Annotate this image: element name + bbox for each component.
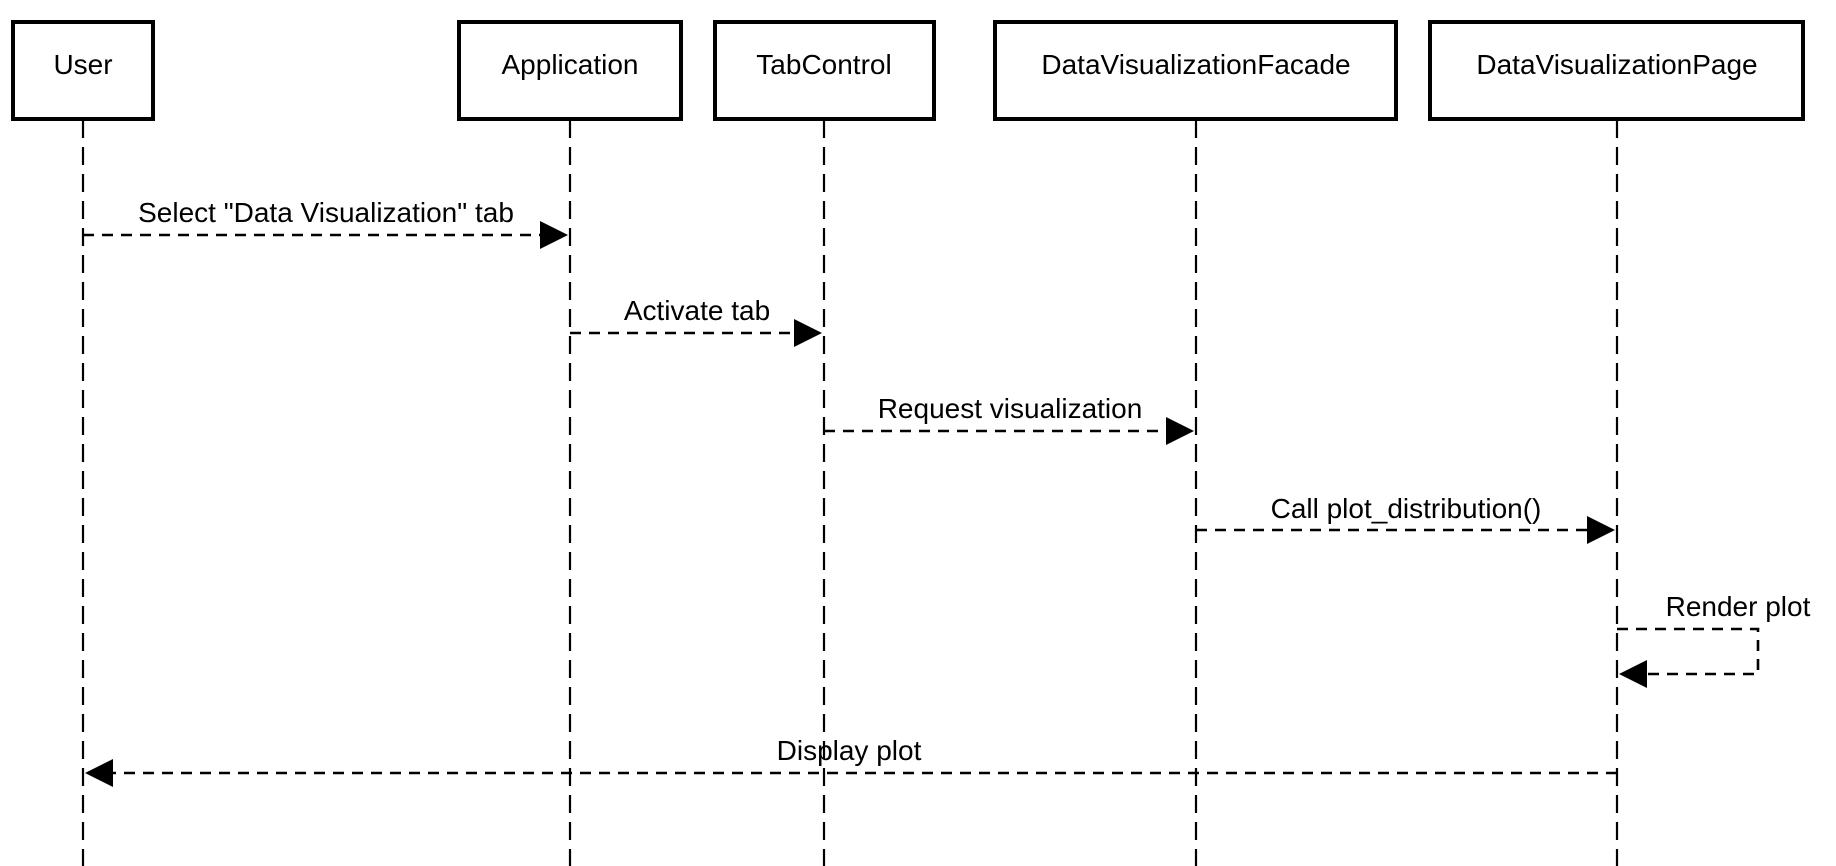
message-request-visualization: Request visualization [824, 393, 1194, 445]
arrowhead-icon [1587, 516, 1615, 544]
message-label: Render plot [1666, 591, 1811, 622]
participant-label: DataVisualizationPage [1476, 49, 1757, 80]
arrowhead-icon [540, 221, 568, 249]
message-display-plot: Display plot [85, 735, 1617, 787]
participant-label: Application [502, 49, 639, 80]
arrowhead-icon [794, 319, 822, 347]
participant-label: User [53, 49, 112, 80]
message-activate-tab: Activate tab [570, 295, 822, 347]
message-label: Display plot [777, 735, 922, 766]
participant-application: Application [457, 20, 683, 121]
participant-user: User [11, 20, 155, 121]
arrowhead-icon [1619, 660, 1647, 688]
participant-page: DataVisualizationPage [1428, 20, 1805, 121]
participant-label: TabControl [756, 49, 891, 80]
participant-tabcontrol: TabControl [713, 20, 936, 121]
arrowhead-icon [85, 759, 113, 787]
message-label: Activate tab [624, 295, 770, 326]
message-render-plot: Render plot [1617, 591, 1811, 688]
message-select-tab: Select "Data Visualization" tab [83, 197, 568, 249]
participant-facade: DataVisualizationFacade [993, 20, 1398, 121]
message-label: Select "Data Visualization" tab [138, 197, 514, 228]
message-label: Call plot_distribution() [1271, 493, 1542, 524]
arrowhead-icon [1166, 417, 1194, 445]
message-call-plot-distribution: Call plot_distribution() [1196, 493, 1615, 544]
message-label: Request visualization [878, 393, 1143, 424]
participant-label: DataVisualizationFacade [1041, 49, 1350, 80]
